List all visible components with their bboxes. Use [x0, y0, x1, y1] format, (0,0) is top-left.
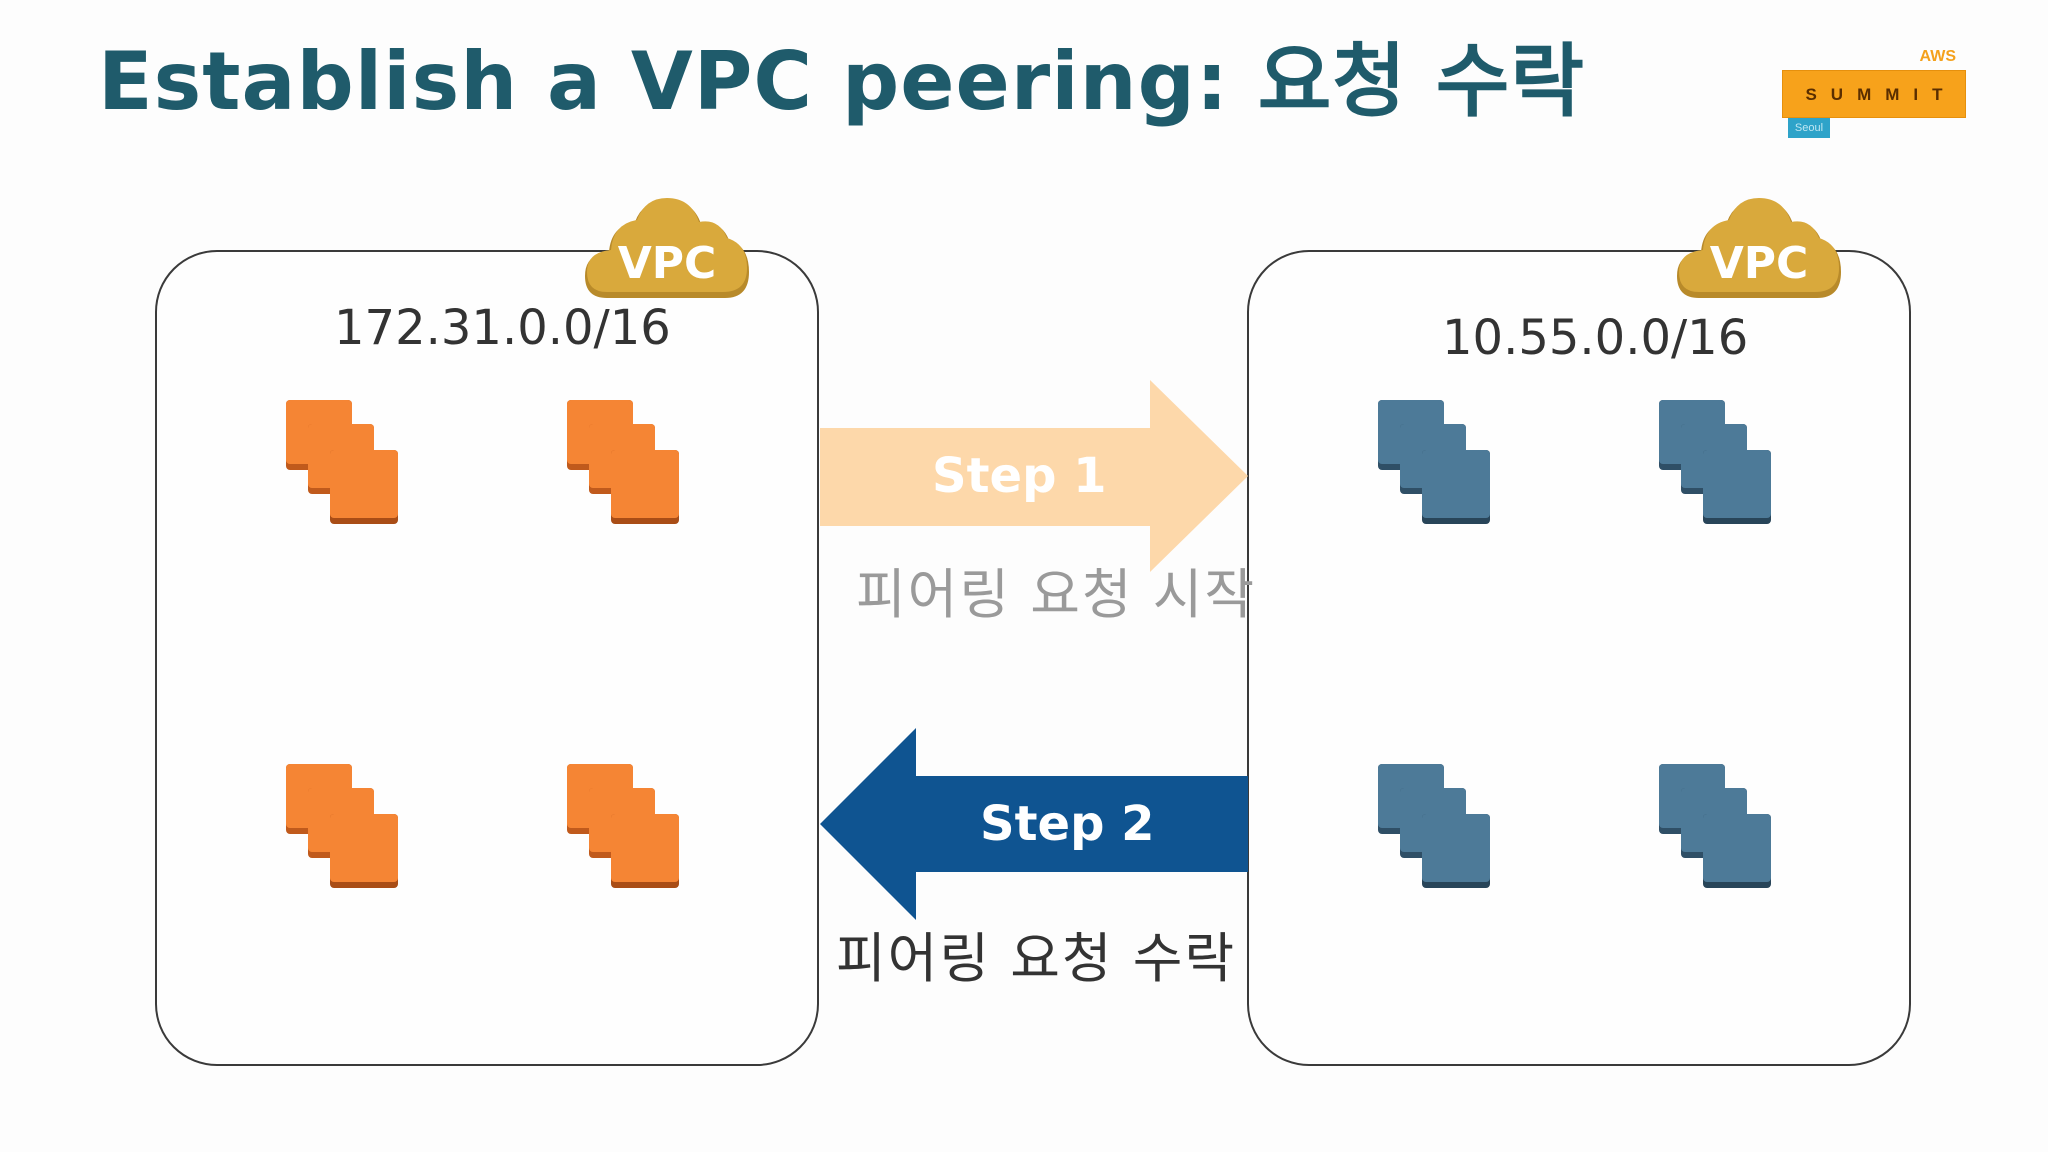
- logo-aws-text: AWS: [1919, 48, 1956, 65]
- aws-summit-logo: AWS SUMMIT Seoul: [1782, 48, 1968, 144]
- ec2-instances-icon: [284, 398, 400, 526]
- ec2-instances-icon: [565, 398, 681, 526]
- step1-arrow-icon: [820, 380, 1248, 572]
- vpc-right-cidr: 10.55.0.0/16: [1442, 310, 1749, 366]
- ec2-instances-icon: [1376, 762, 1492, 890]
- vpc-cloud-icon: VPC: [583, 196, 751, 308]
- ec2-instances-icon: [1657, 762, 1773, 890]
- vpc-left-container: [155, 250, 819, 1066]
- vpc-right-container: [1247, 250, 1911, 1066]
- logo-sub-text: Seoul: [1788, 118, 1830, 138]
- slide-title: Establish a VPC peering: 요청 수락: [98, 35, 1585, 128]
- ec2-instances-icon: [565, 762, 681, 890]
- vpc-cloud-icon: VPC: [1675, 196, 1843, 308]
- step2-caption: 피어링 요청 수락: [836, 927, 1237, 990]
- ec2-instances-icon: [1657, 398, 1773, 526]
- vpc-right-badge: VPC: [1710, 238, 1809, 289]
- ec2-instances-icon: [1376, 398, 1492, 526]
- step1-label: Step 1: [932, 448, 1107, 504]
- ec2-instances-icon: [284, 762, 400, 890]
- vpc-left-badge: VPC: [618, 238, 717, 289]
- step2-arrow-icon: [820, 728, 1248, 920]
- vpc-left-cidr: 172.31.0.0/16: [334, 300, 671, 356]
- step1-caption: 피어링 요청 시작: [856, 563, 1257, 626]
- logo-summit-text: SUMMIT: [1782, 70, 1966, 118]
- step2-label: Step 2: [980, 796, 1155, 852]
